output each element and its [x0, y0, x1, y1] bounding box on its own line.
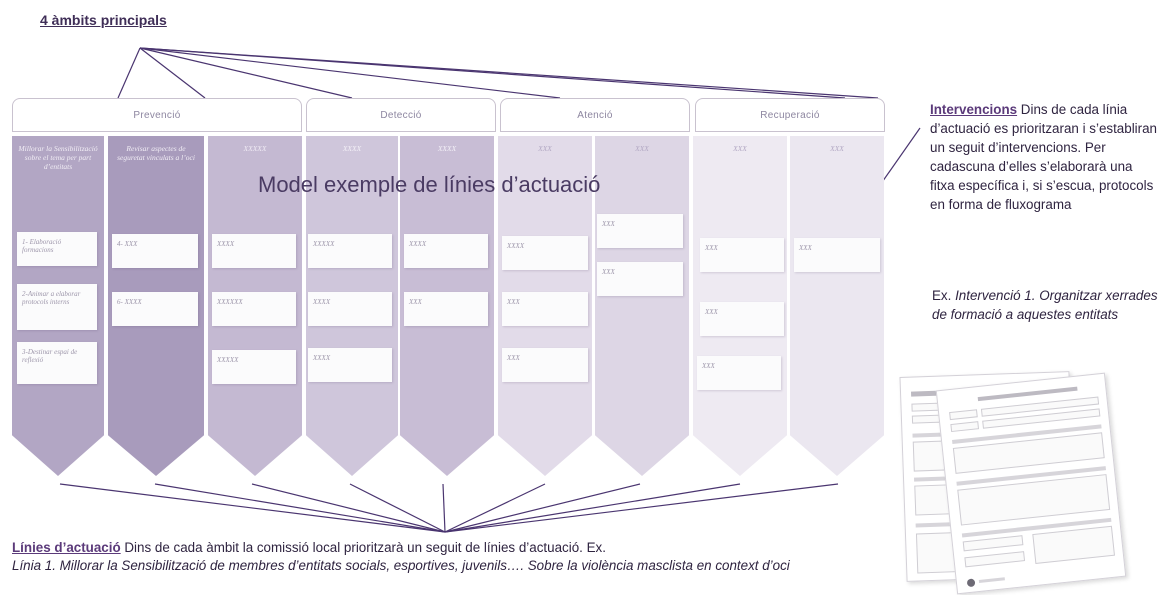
action-card: XXX: [404, 292, 488, 326]
linies-heading: Línies d’actuació: [12, 540, 121, 555]
action-card: 4- XXX: [112, 234, 198, 268]
column-header: XXX: [635, 144, 649, 153]
action-card: XXXX: [308, 348, 392, 382]
linies-example: Línia 1. Millorar la Sensibilització de …: [12, 558, 790, 573]
ambit-deteccio-tab: Detecció: [306, 98, 496, 132]
intervencions-description: Intervencions Dins de cada línia d’actua…: [930, 100, 1158, 214]
column-header: XXXX: [437, 144, 457, 153]
action-card: 1- Elaboració formacions: [17, 232, 97, 266]
main-title: 4 àmbits principals: [40, 12, 167, 28]
column-header: XXXX: [342, 144, 362, 153]
connector-line: [444, 483, 641, 533]
connector-line: [139, 47, 879, 99]
action-card: XXXX: [212, 234, 296, 268]
ambit-recuperacio-tab: Recuperació: [695, 98, 885, 132]
column-header: XXX: [733, 144, 747, 153]
connector-line: [444, 483, 546, 533]
connector-line: [349, 483, 446, 533]
connector-line: [59, 483, 446, 533]
connector-line: [154, 483, 446, 533]
ambit-atencio-tab: Atenció: [500, 98, 690, 132]
connector-line: [442, 483, 446, 533]
connector-line: [444, 483, 741, 533]
diagram-center-title: Model exemple de línies d’actuació: [258, 172, 601, 197]
connector-line: [139, 47, 206, 99]
action-card: XXX: [502, 292, 588, 326]
column-header: XXXXX: [243, 144, 267, 153]
intervencions-text: Dins de cada línia d’actuació es priorit…: [930, 102, 1158, 212]
action-card: XXX: [597, 214, 683, 248]
action-card: 2-Animar a elaborar protocols interns: [17, 284, 97, 330]
action-card: XXXXXX: [212, 292, 296, 326]
action-card: XXXX: [404, 234, 488, 268]
action-line-column: XXX: [595, 136, 689, 476]
intervention-form-sheet-front: [935, 372, 1127, 595]
column-header: XXX: [538, 144, 552, 153]
action-card: XXX: [700, 238, 784, 272]
connector-line: [251, 483, 446, 533]
action-card: XXXXX: [212, 350, 296, 384]
action-card: XXX: [700, 302, 784, 336]
action-card: 6- XXXX: [112, 292, 198, 326]
column-header: XXX: [830, 144, 844, 153]
linies-text: Dins de cada àmbit la comissió local pri…: [120, 540, 606, 555]
connector-line: [444, 483, 839, 533]
action-line-column: XXX: [790, 136, 884, 476]
action-card: XXX: [502, 348, 588, 382]
action-card: XXXX: [308, 292, 392, 326]
action-card: XXX: [794, 238, 880, 272]
intervencions-heading: Intervencions: [930, 102, 1018, 117]
action-card: XXX: [697, 356, 781, 390]
linies-description: Línies d’actuació Dins de cada àmbit la …: [12, 539, 892, 575]
action-card: XXXX: [502, 236, 588, 270]
column-header: Revisar aspectes de seguretat vinculats …: [117, 144, 195, 162]
action-card: XXXXX: [308, 234, 392, 268]
connector-line: [117, 47, 141, 99]
ambit-prevencio-tab: Prevenció: [12, 98, 302, 132]
intervencions-example: Ex. Intervenció 1. Organitzar xerrades d…: [932, 286, 1160, 324]
intervencions-example-prefix: Ex.: [932, 288, 956, 303]
action-card: 3-Destinar espai de reflexió: [17, 342, 97, 384]
intervencions-example-text: Intervenció 1. Organitzar xerrades de fo…: [932, 288, 1158, 322]
connector-line: [139, 47, 353, 99]
action-card: XXX: [597, 262, 683, 296]
connector-line: [139, 47, 561, 99]
column-header: Millorar la Sensibilització sobre el tem…: [18, 144, 98, 171]
